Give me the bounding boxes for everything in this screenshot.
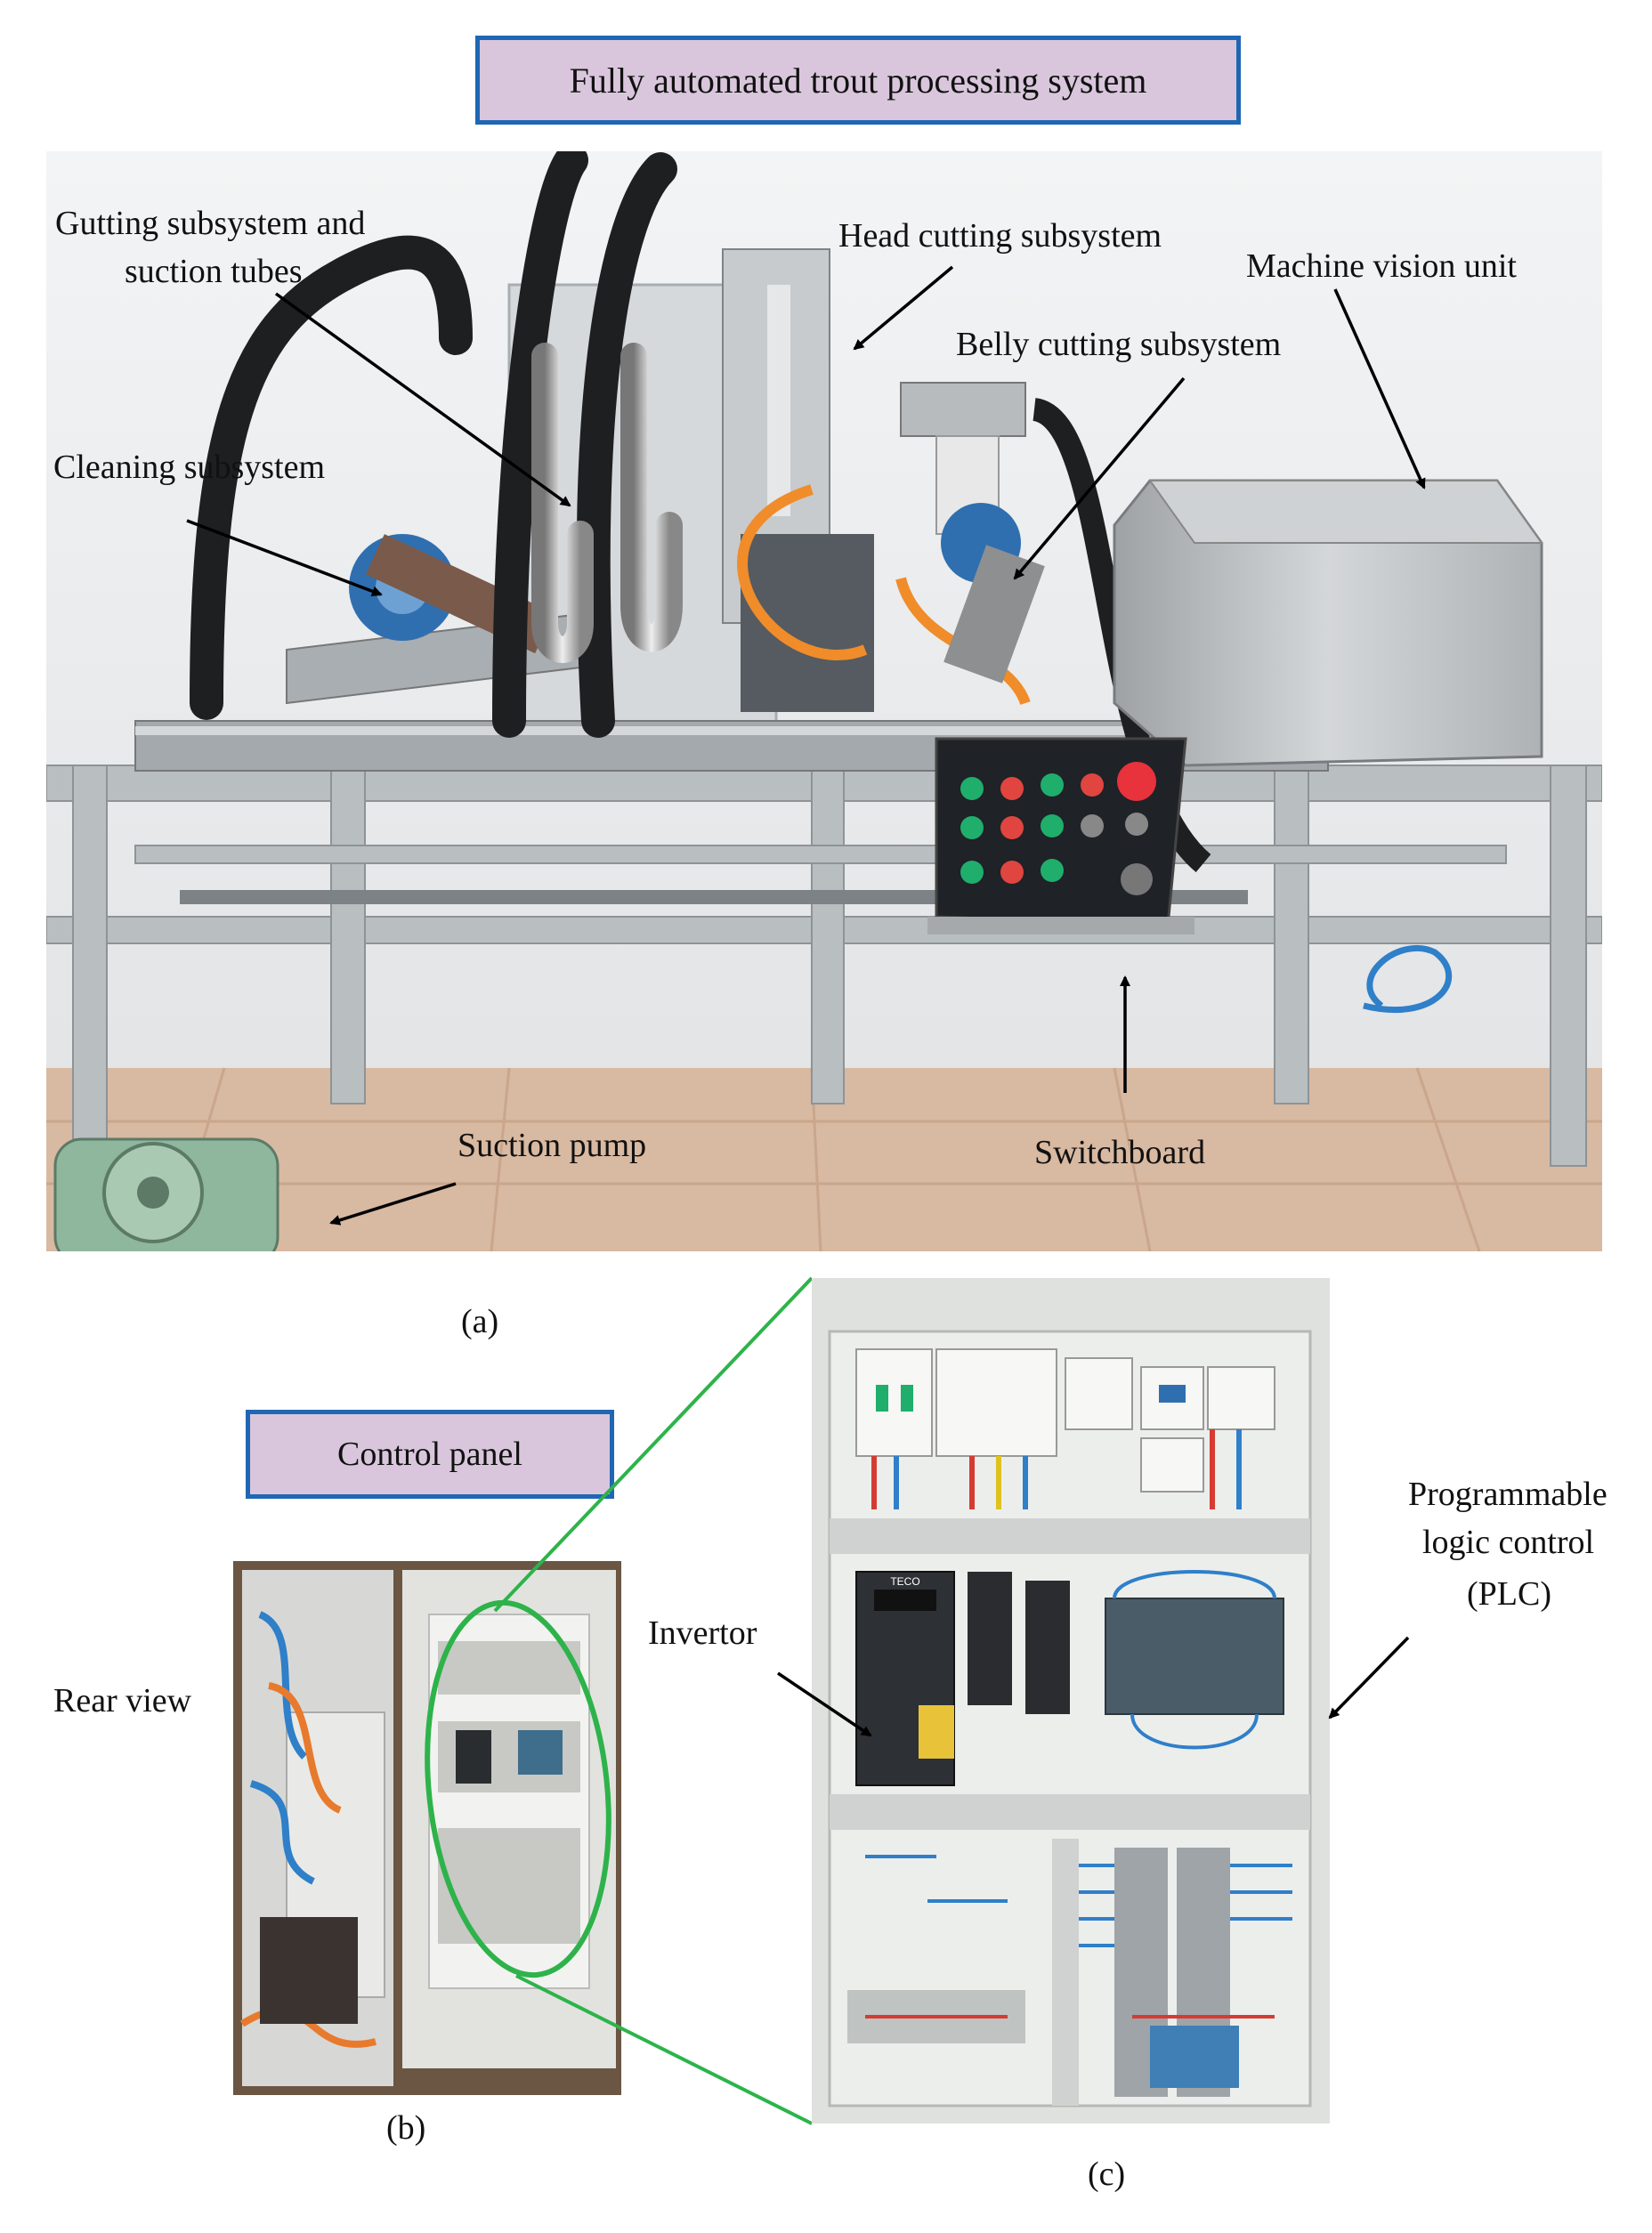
control-panel-inside-photo: TECO bbox=[812, 1278, 1330, 2124]
teco-brand-text: TECO bbox=[890, 1575, 919, 1588]
label-machine-vision: Machine vision unit bbox=[1246, 247, 1517, 285]
label-switchboard: Switchboard bbox=[1034, 1134, 1206, 1171]
label-suction-pump: Suction pump bbox=[458, 1127, 647, 1164]
main-title: Fully automated trout processing system bbox=[569, 60, 1147, 101]
label-belly-cutting: Belly cutting subsystem bbox=[956, 326, 1282, 363]
caption-c: (c) bbox=[1088, 2156, 1126, 2193]
control-panel-title-box: Control panel bbox=[246, 1410, 614, 1499]
control-panel-rear-photo bbox=[233, 1561, 621, 2095]
caption-b: (b) bbox=[386, 2109, 426, 2147]
label-cleaning: Cleaning subsystem bbox=[53, 449, 326, 486]
panel-a-arrows bbox=[186, 265, 1426, 1226]
label-plc-line2: logic control bbox=[1422, 1524, 1595, 1561]
main-title-box: Fully automated trout processing system bbox=[475, 36, 1241, 125]
label-rear-view: Rear view bbox=[53, 1682, 192, 1719]
caption-a: (a) bbox=[461, 1303, 499, 1340]
label-gutting-line1: Gutting subsystem and bbox=[55, 205, 366, 242]
label-gutting-line2: suction tubes bbox=[125, 253, 303, 290]
label-plc-line1: Programmable bbox=[1408, 1476, 1607, 1513]
machine-photo bbox=[46, 151, 1602, 1251]
label-invertor: Invertor bbox=[648, 1614, 757, 1652]
label-head-cutting: Head cutting subsystem bbox=[838, 217, 1162, 255]
control-panel-title: Control panel bbox=[337, 1436, 522, 1473]
label-plc-line3: (PLC) bbox=[1467, 1575, 1551, 1613]
